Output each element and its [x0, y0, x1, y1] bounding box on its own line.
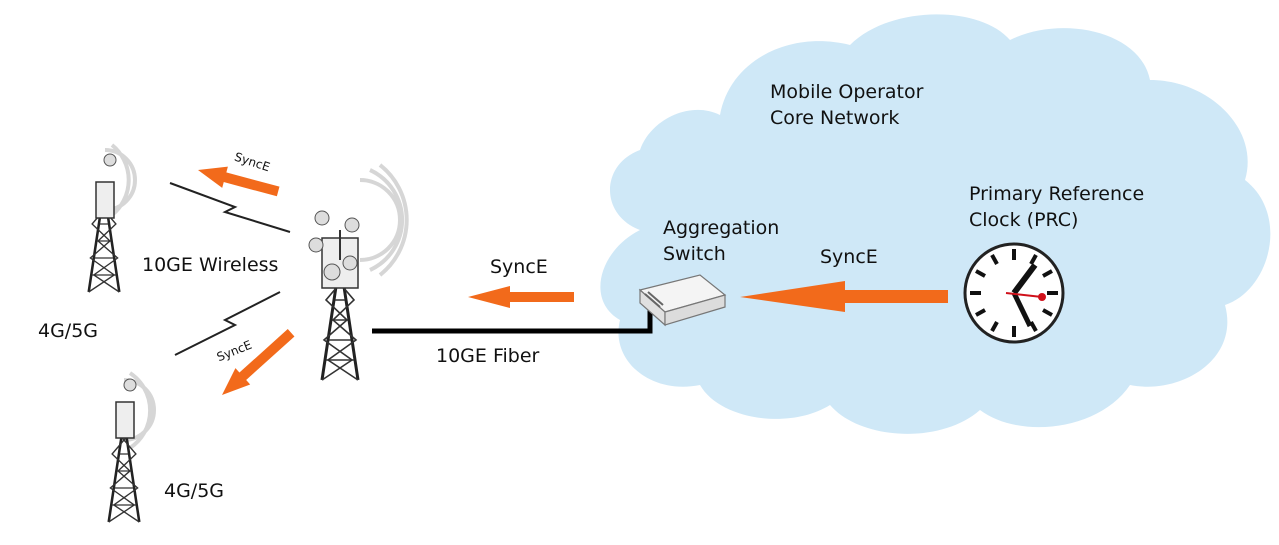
- arrow-icon: [740, 281, 948, 312]
- cloud-label-line-1: Mobile Operator: [770, 81, 924, 103]
- site-bottom-label: 4G/5G: [164, 480, 225, 502]
- prc-label: Primary Reference Clock (PRC): [969, 181, 1229, 233]
- prc-label-line-2: Clock (PRC): [969, 209, 1079, 231]
- switch-icon: [638, 274, 727, 327]
- tower-icon: [87, 143, 137, 294]
- aggregation-label: Aggregation Switch: [663, 215, 813, 267]
- lightning-link-icon: [174, 291, 281, 356]
- lightning-link-icon: [169, 182, 291, 233]
- aggregation-label-line-2: Switch: [663, 243, 726, 265]
- tower-icon: [107, 371, 156, 524]
- cloud-icon: [600, 14, 1271, 434]
- arrow-icon: [468, 286, 574, 308]
- sync-label-core: SyncE: [820, 246, 878, 268]
- arrow-icon: [222, 329, 295, 395]
- sync-label-fiber: SyncE: [490, 256, 548, 278]
- cloud-label-line-2: Core Network: [770, 107, 900, 129]
- clock-icon: [963, 242, 1065, 344]
- cloud-label: Mobile Operator Core Network: [770, 79, 1030, 131]
- tower-icon: [308, 163, 409, 382]
- aggregation-label-line-1: Aggregation: [663, 217, 780, 239]
- arrow-icon: [198, 166, 280, 197]
- fiber-link-label: 10GE Fiber: [436, 345, 540, 367]
- wireless-link-label: 10GE Wireless: [142, 254, 279, 276]
- prc-label-line-1: Primary Reference: [969, 183, 1145, 205]
- site-top-label: 4G/5G: [38, 320, 99, 342]
